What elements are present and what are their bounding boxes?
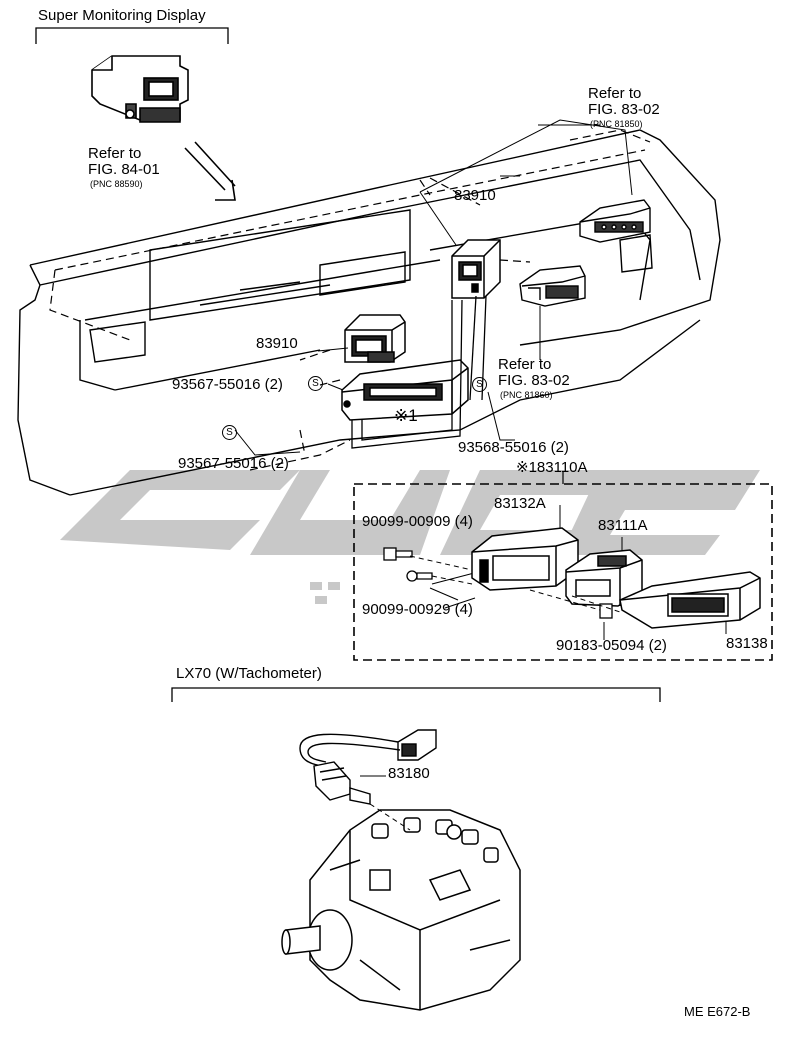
drawing-code: ME E672-B (684, 1004, 751, 1019)
part-93567-b: 93567-55016 (2) (178, 455, 289, 472)
pump-dashed-link (369, 803, 411, 831)
cluster-unit (341, 359, 469, 421)
ref-83-02-mid-fig: FIG. 83-02 (498, 372, 570, 389)
screw-symbol-c: S (472, 377, 487, 392)
screw-symbol-a: S (308, 376, 323, 391)
super-monitoring-display (91, 55, 189, 123)
lx70-title: LX70 (W/Tachometer) (176, 665, 322, 682)
switch-unit-middle (519, 265, 586, 307)
unit-83910-left (344, 314, 406, 363)
lens-83138 (619, 571, 761, 629)
title-brackets (35, 27, 661, 702)
part-83132a: 83132A (494, 495, 546, 512)
unit-83910-top (451, 239, 501, 299)
assembly-dashed-box (353, 483, 773, 661)
clip-90183-05094 (599, 603, 613, 619)
assembly-dashed-links (409, 555, 621, 613)
screw-90099-00929 (406, 570, 433, 582)
ref-83-02-top-refer: Refer to (588, 85, 642, 102)
super-monitoring-title: Super Monitoring Display (38, 7, 206, 24)
ref-84-01-fig: FIG. 84-01 (88, 161, 160, 178)
part-90183: 90183-05094 (2) (556, 637, 667, 654)
part-183110a: ※183110A (516, 459, 588, 476)
screw-symbol-b: S (222, 425, 237, 440)
sensor-83180 (299, 729, 437, 805)
screw-90099-00909 (383, 547, 413, 561)
ref-84-01-refer: Refer to (88, 145, 142, 162)
watermark-logo (60, 470, 760, 604)
part-83910-top: 83910 (454, 187, 496, 204)
ref-83-02-mid-refer: Refer to (498, 356, 552, 373)
direction-arrow (184, 141, 236, 201)
socket-83111a (565, 549, 643, 607)
dashboard-dashed-lines (49, 129, 651, 471)
ref-83-02-top-pnc: (PNC 81850) (590, 119, 643, 129)
switch-unit-top-right (579, 199, 651, 243)
part-90099-00929: 90099-00929 (4) (362, 601, 473, 618)
part-93567-a: 93567-55016 (2) (172, 376, 283, 393)
part-90099-00909: 90099-00909 (4) (362, 513, 473, 530)
part-83910-left: 83910 (256, 335, 298, 352)
leader-lines (234, 119, 727, 777)
injection-pump (281, 809, 521, 1011)
ref-83-02-mid-pnc: (PNC 81860) (500, 390, 553, 400)
part-83138: 83138 (726, 635, 768, 652)
part-83180: 83180 (388, 765, 430, 782)
note-1: ※1 (394, 406, 418, 425)
part-83111a: 83111A (598, 517, 648, 534)
ref-83-02-top-fig: FIG. 83-02 (588, 101, 660, 118)
ref-84-01-pnc: (PNC 88590) (90, 179, 143, 189)
dashboard-outline (17, 129, 721, 496)
part-93568: 93568-55016 (2) (458, 439, 569, 456)
